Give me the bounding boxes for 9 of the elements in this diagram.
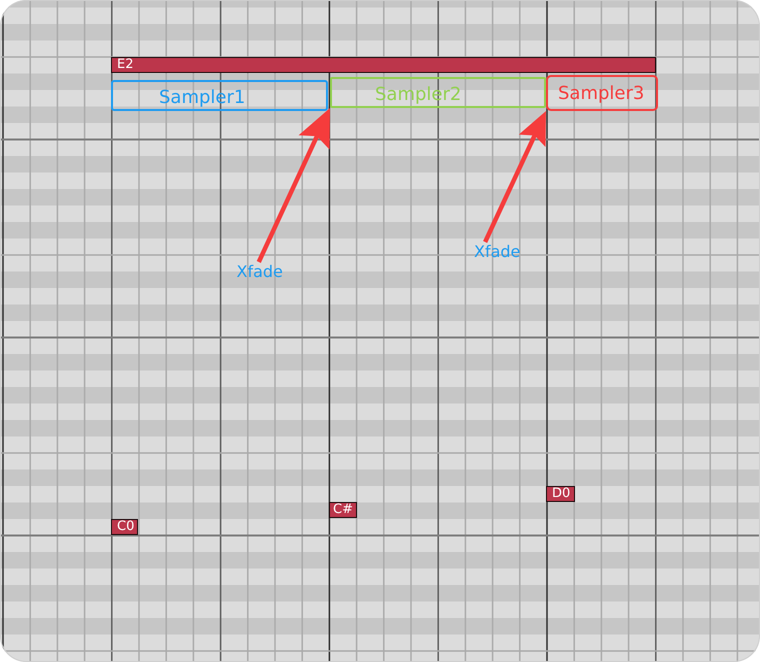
note-label: E2 xyxy=(116,58,134,72)
note-bar xyxy=(111,57,656,73)
note-bar xyxy=(111,519,138,535)
note-bar xyxy=(546,486,575,502)
note-label: C# xyxy=(332,503,353,517)
sampler-label: Sampler3 xyxy=(558,84,644,104)
note-bar xyxy=(329,502,357,518)
note-label: C0 xyxy=(116,520,134,534)
note-label: D0 xyxy=(551,487,570,501)
